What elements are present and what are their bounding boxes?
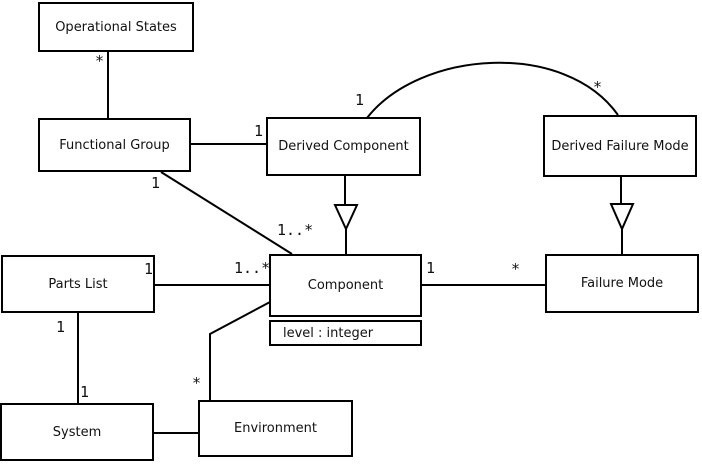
class-environment: Environment (198, 400, 353, 457)
class-name: Failure Mode (580, 276, 664, 291)
assoc-functional-group-component (160, 171, 293, 255)
multiplicity-label: 1 (56, 318, 66, 336)
class-component: Component level : integer (269, 254, 422, 346)
class-name: Component (307, 278, 384, 293)
class-failure-mode: Failure Mode (545, 254, 699, 313)
multiplicity-label: 1 (151, 174, 161, 192)
class-name: Derived Failure Mode (551, 138, 689, 154)
multiplicity-label: 1 (144, 260, 154, 278)
multiplicity-label: * (593, 78, 603, 96)
class-name-compartment: Component (269, 254, 422, 317)
multiplicity-label: 1 (426, 259, 436, 277)
multiplicity-label: 1..* (277, 221, 314, 239)
class-parts-list: Parts List (1, 255, 155, 313)
class-operational-states: Operational States (38, 2, 194, 52)
class-attribute: level : integer (283, 325, 374, 341)
class-system: System (0, 403, 154, 461)
class-name: System (52, 424, 102, 440)
class-name: Functional Group (59, 137, 170, 153)
multiplicity-label: 1 (254, 122, 264, 140)
class-attributes-compartment: level : integer (269, 320, 422, 346)
multiplicity-label: 1 (355, 91, 365, 109)
generalization-triangle-icon (609, 203, 635, 232)
assoc-environment-component (209, 301, 271, 402)
class-derived-component: Derived Component (266, 117, 421, 176)
assoc-derived-component-derived-failure-mode (366, 61, 619, 119)
class-name: Derived Component (278, 139, 409, 154)
class-derived-failure-mode: Derived Failure Mode (543, 115, 697, 177)
class-name: Environment (233, 421, 317, 436)
multiplicity-label: * (192, 374, 202, 392)
generalization-triangle-icon (333, 204, 359, 232)
multiplicity-label: 1..* (234, 259, 271, 277)
class-functional-group: Functional Group (38, 118, 191, 172)
class-name: Operational States (55, 19, 177, 35)
multiplicity-label: * (511, 260, 521, 278)
multiplicity-label: 1 (80, 383, 90, 401)
multiplicity-label: * (95, 52, 105, 70)
class-name: Parts List (48, 276, 108, 292)
